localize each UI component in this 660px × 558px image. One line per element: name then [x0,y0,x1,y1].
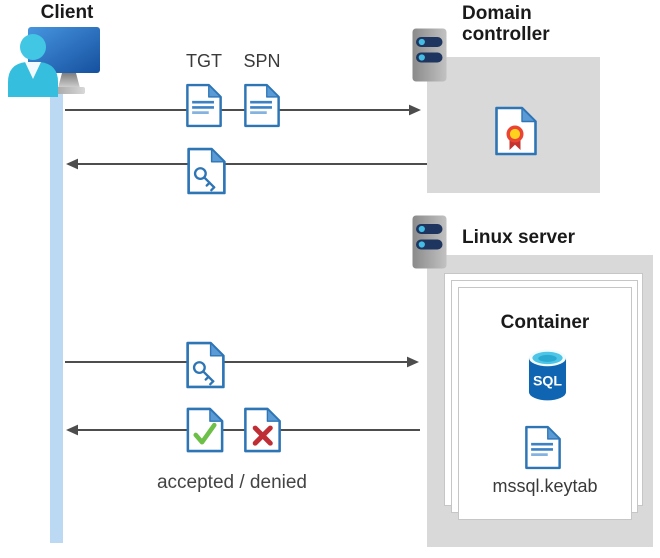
client-workstation-icon [8,27,100,97]
key-document-icon-lower [186,341,225,389]
container-title: Container [500,312,590,333]
domain-controller-server-icon [412,28,447,82]
certificate-document-icon [495,106,537,156]
client-lifeline [50,90,63,543]
cross-glyph [252,425,273,446]
client-title: Client [40,2,94,23]
denied-document-icon [244,407,281,453]
keytab-document-icon [525,425,561,470]
arrow-head-right-2 [407,356,419,368]
linux-server-title: Linux server [462,227,575,248]
accepted-document-icon [186,407,224,453]
arrow-head-right-1 [409,104,421,116]
arrow-head-left-1 [66,158,78,170]
linux-server-icon [412,215,447,269]
check-glyph [193,422,217,445]
spn-label: SPN [243,51,281,71]
tgt-label: TGT [186,51,222,71]
spn-ticket-document-icon [244,83,280,128]
container-page-front [458,287,632,520]
sql-badge-text: SQL [533,373,562,389]
domain-controller-title: Domain controller [462,3,550,45]
tgt-ticket-document-icon [186,83,222,128]
keytab-filename-label: mssql.keytab [492,476,598,496]
key-document-icon-upper [187,147,226,195]
sql-database-icon: SQL [528,349,567,401]
accepted-denied-label: accepted / denied [156,472,307,493]
arrow-head-left-2 [66,424,78,436]
